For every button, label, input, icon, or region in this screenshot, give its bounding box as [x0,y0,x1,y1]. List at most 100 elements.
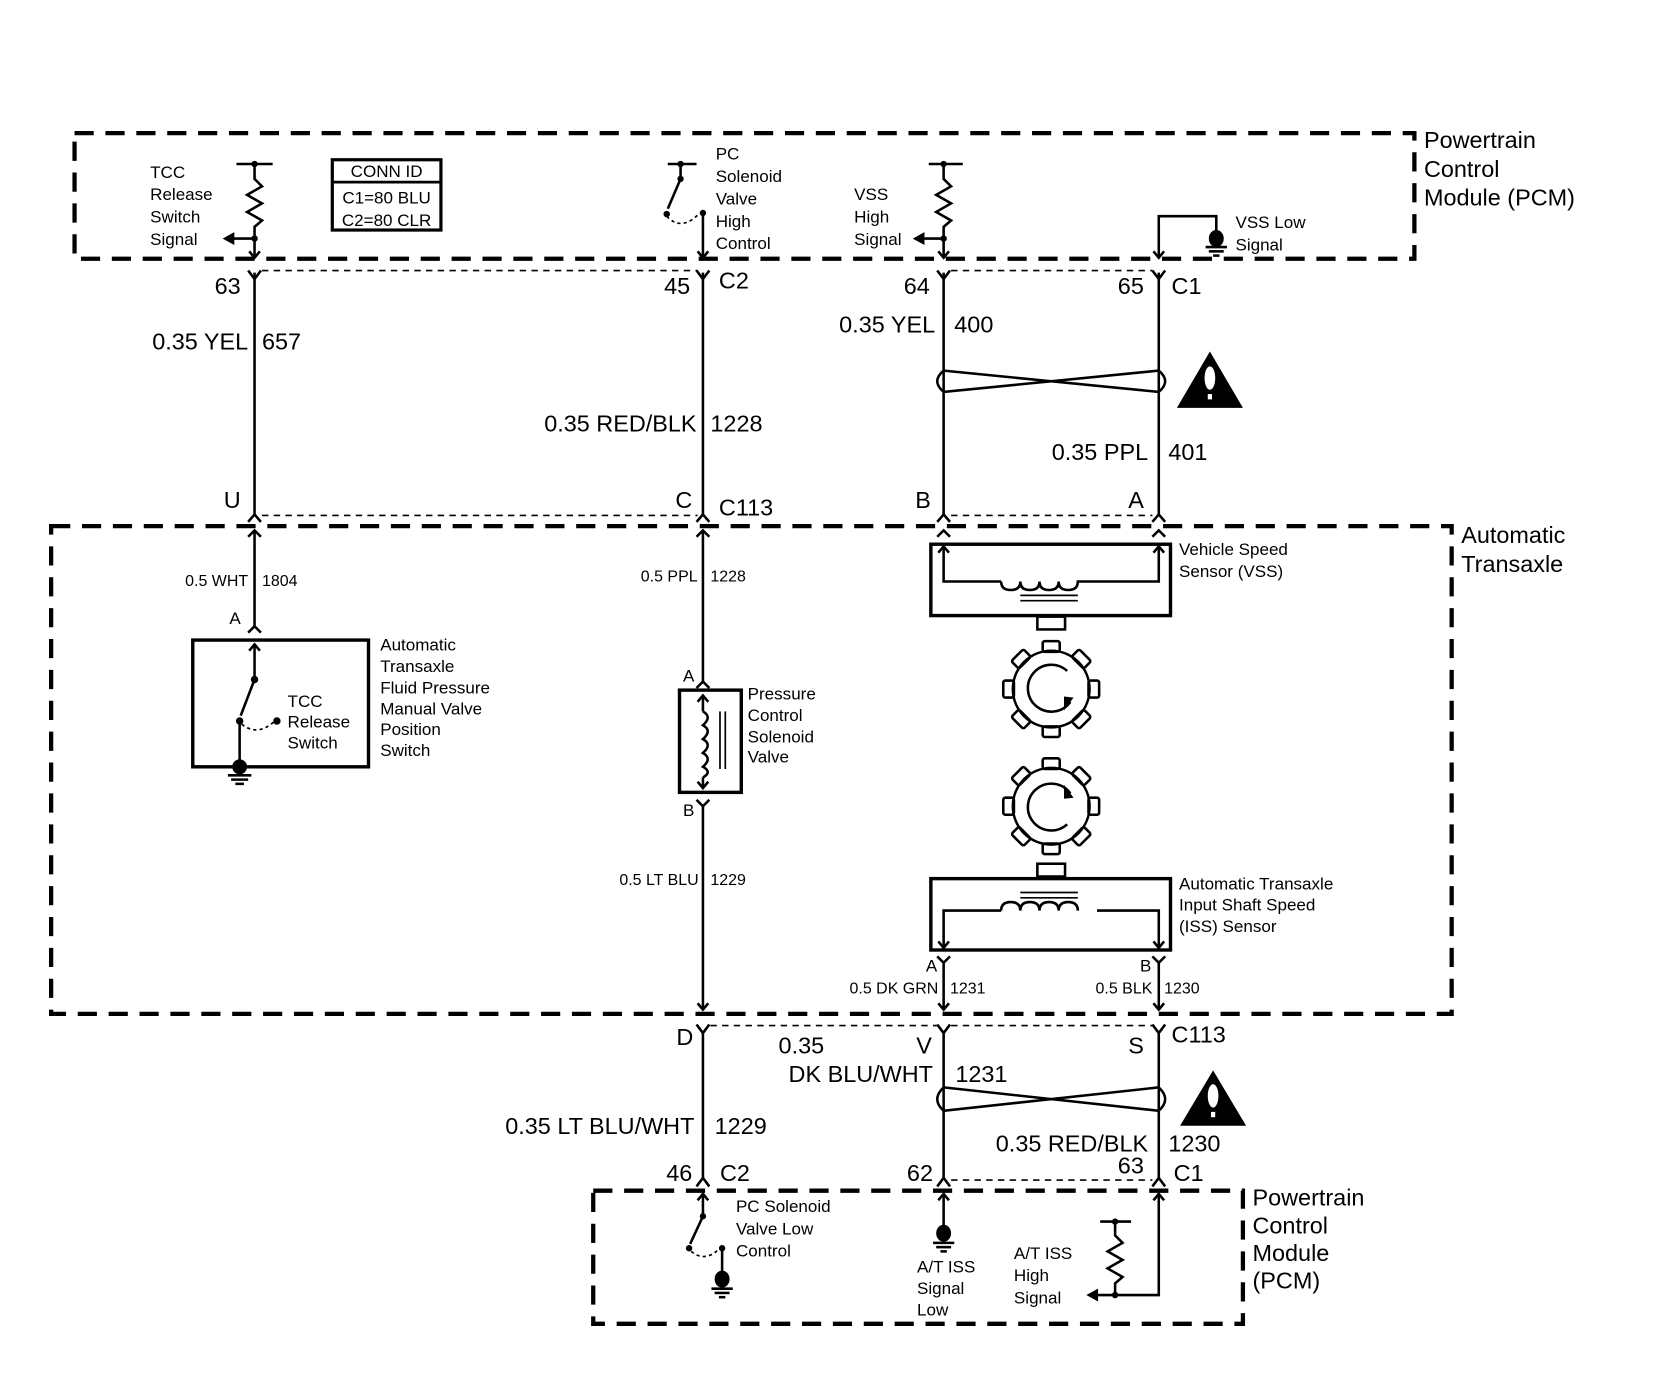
vss-high-label-2: High [854,208,889,227]
pin-63-bottom-label: 63 [1118,1153,1144,1179]
pcm-bottom-label-2: Control [1252,1212,1328,1238]
pc-high-label-2: Solenoid [716,167,782,186]
twisted-pair-icon [935,1086,1167,1113]
wire-1231-gauge: 0.35 [779,1032,825,1058]
tcc-signal-label-4: Signal [150,230,197,249]
iss-high-label-1: A/T ISS [1014,1244,1072,1263]
pcm-bottom-module: Powertrain Control Module (PCM) [591,1185,1364,1326]
tcc-release-manual-valve-switch: 0.5 WHT 1804 A TCC Release Switch Automa… [185,530,490,786]
wire-1230-transaxle-gauge-color: 0.5 BLK [1096,981,1153,998]
wire-1229-gauge-color: 0.35 LT BLU/WHT [505,1113,694,1139]
ground-icon [711,1270,733,1299]
connector-c1-label: C1 [1172,273,1202,299]
c113-pin-u: U [224,487,241,513]
wire-657-gauge-color: 0.35 YEL [152,328,248,354]
pc-low-label-2: Valve Low [736,1219,814,1238]
conn-id-row-c1: C1=80 BLU [342,188,431,207]
wire-1230-gauge-color: 0.35 RED/BLK [996,1130,1149,1156]
transaxle-label-2: Transaxle [1461,551,1563,577]
switch-label-3: Fluid Pressure [380,678,490,697]
vss-label-1: Vehicle Speed [1179,540,1288,559]
pin-45-label: 45 [664,273,690,299]
pcm-bottom-label-3: Module [1252,1240,1329,1266]
wire-401-gauge-color: 0.35 PPL [1052,439,1148,465]
conn-id-table: CONN ID C1=80 BLU C2=80 CLR [330,158,443,232]
pcm-top-label-1: Powertrain [1424,127,1536,153]
iss-high-label-3: Signal [1014,1289,1061,1308]
iss-label-2: Input Shaft Speed [1179,896,1315,915]
conn-id-title: CONN ID [351,162,423,181]
warning-triangle-icon [1176,351,1243,408]
vehicle-speed-sensor: Vehicle Speed Sensor (VSS) [929,540,1288,631]
wire-1804-gauge-color: 0.5 WHT [185,573,248,590]
wire-400-circuit: 400 [954,311,993,337]
wire-401-circuit: 401 [1168,439,1207,465]
pcm-bottom-connector-row: 46 C2 62 63 C1 [666,1153,1204,1188]
c113-lower-connector: D V S C113 [676,1022,1225,1059]
c113-pin-c: C [675,487,692,513]
pcm-top-label-3: Module (PCM) [1424,185,1575,211]
pin-62-label: 62 [907,1160,933,1186]
pc-low-label-1: PC Solenoid [736,1197,831,1216]
pcm-bottom-boundary [591,1188,1246,1326]
driver-switch-icon [663,160,710,260]
iss-signal-low-circuit: A/T ISS Signal Low [917,1191,975,1319]
pullup-resistor-icon [912,160,963,260]
vss-high-label-1: VSS [854,185,888,204]
ground-icon [227,759,252,786]
c113-lower-label: C113 [1172,1022,1226,1048]
connector-c1-bottom-label: C1 [1174,1160,1204,1186]
wire-1230-transaxle-circuit: 1230 [1164,981,1200,998]
c113-upper-connector: U C C113 B A [224,487,1167,523]
wire-1231-transaxle-gauge-color: 0.5 DK GRN [850,981,939,998]
iss-label-1: Automatic Transaxle [1179,874,1333,893]
wire-1804-circuit: 1804 [262,573,298,590]
solenoid-label-2: Control [748,706,803,725]
iss-high-label-2: High [1014,1266,1049,1285]
pin-65-label: 65 [1118,273,1144,299]
pcm-bottom-label-4: (PCM) [1252,1268,1320,1294]
iss-pin-b: B [1140,956,1151,975]
iss-high-signal-circuit: A/T ISS High Signal [1014,1191,1166,1308]
wire-1231-circuit: 1231 [955,1061,1007,1087]
pc-high-label-1: PC [716,145,740,164]
pin-46-label: 46 [666,1160,692,1186]
conn-id-row-c2: C2=80 CLR [342,211,431,230]
transaxle-boundary [48,523,1454,1017]
pcm-top-module: Powertrain Control Module (PCM) [72,127,1575,261]
solenoid-pin-a: A [683,667,695,686]
pcm-top-connector-row: 63 45 C2 64 65 C1 [215,268,1202,299]
pc-high-label-3: Valve [716,189,757,208]
wire-657-circuit: 657 [262,328,301,354]
vss-high-signal-circuit: VSS High Signal [854,160,963,260]
iss-label-3: (ISS) Sensor [1179,917,1277,936]
wire-1230-circuit: 1230 [1168,1130,1220,1156]
wire-1231-transaxle-circuit: 1231 [950,981,986,998]
c113-pin-b: B [915,487,931,513]
wire-1229-circuit: 1229 [715,1113,767,1139]
c113-pin-v: V [916,1032,932,1058]
tcc-signal-label-2: Release [150,185,213,204]
tcc-signal-label-1: TCC [150,163,185,182]
ground-icon [932,1224,955,1253]
pin-63-label: 63 [215,273,241,299]
switch-label-5: Position [380,720,441,739]
switch-label-1: Automatic [380,636,456,655]
wire-400-gauge-color: 0.35 YEL [839,311,935,337]
vss-low-label-1: VSS Low [1235,213,1306,232]
pc-high-label-4: High [716,212,751,231]
twisted-pair-icon [935,369,1167,394]
input-shaft-speed-sensor: Automatic Transaxle Input Shaft Speed (I… [850,862,1333,1012]
tcc-signal-label-3: Switch [150,208,200,227]
pcm-top-boundary [72,130,1417,261]
reluctor-wheel-icon [1002,757,1101,856]
pcm-bottom-label-1: Powertrain [1252,1185,1364,1211]
wire-1228-circuit: 1228 [710,410,762,436]
switch-pin-a: A [229,609,241,628]
c113-upper-label: C113 [719,494,773,520]
pin-64-label: 64 [904,273,930,299]
switch-label-4: Manual Valve [380,700,482,719]
c113-pin-d: D [676,1024,693,1050]
pressure-control-solenoid-valve: 0.5 PPL 1228 A Pressure Control Solenoid… [619,530,816,1012]
vss-label-2: Sensor (VSS) [1179,562,1283,581]
